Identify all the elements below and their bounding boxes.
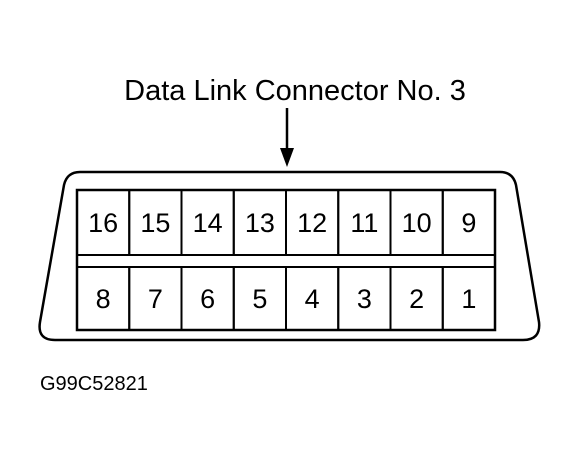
pin-label-6: 6 [200,284,215,314]
figure-code: G99C52821 [40,373,148,395]
pin-label-7: 7 [148,284,163,314]
pin-label-15: 15 [140,208,170,238]
pin-label-4: 4 [305,284,320,314]
pin-label-1: 1 [461,284,476,314]
pin-label-13: 13 [245,208,275,238]
bottom-pin-row: 8 7 6 5 4 3 2 1 [76,266,496,331]
pin-label-9: 9 [461,208,476,238]
connector-housing [38,170,541,342]
pointer-arrow [280,108,294,167]
pin-label-5: 5 [252,284,267,314]
pin-cell-1 [441,266,496,331]
top-pin-row: 16 15 14 13 12 11 10 9 [76,189,496,256]
pin-label-16: 16 [88,208,118,238]
pin-label-14: 14 [193,208,223,238]
pin-label-3: 3 [357,284,372,314]
connector-title: Data Link Connector No. 3 [124,75,466,107]
pin-label-2: 2 [409,284,424,314]
pin-label-10: 10 [402,208,432,238]
row-divider [77,254,495,268]
pin-label-8: 8 [96,284,111,314]
pin-label-11: 11 [350,208,378,238]
pin-cell-9 [441,189,496,256]
pin-label-12: 12 [297,208,327,238]
